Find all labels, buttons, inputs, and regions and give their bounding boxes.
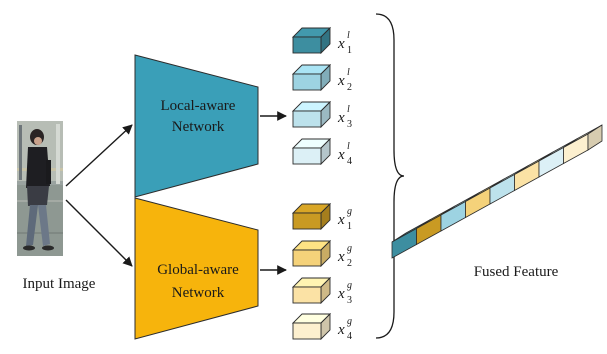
local-feature-subscript-4: 4 bbox=[347, 156, 352, 167]
global-aware-network-block bbox=[134, 197, 259, 340]
local-feature-cube-4: xl 4 bbox=[291, 137, 352, 167]
global-feature-cube-1: xg 1 bbox=[291, 202, 352, 232]
local-feature-superscript-3: l bbox=[347, 104, 350, 115]
fused-feature-segment-4 bbox=[465, 178, 505, 219]
global-feature-symbol-1: x bbox=[337, 212, 345, 228]
local-feature-symbol-4: x bbox=[337, 147, 345, 163]
global-feature-subscript-4: 4 bbox=[347, 331, 352, 342]
arrow-to-local-network bbox=[65, 124, 133, 187]
fused-feature-end-cap bbox=[587, 124, 603, 151]
global-feature-superscript-3: g bbox=[347, 280, 352, 291]
input-image-caption: Input Image bbox=[23, 276, 96, 292]
local-feature-subscript-2: 2 bbox=[347, 82, 352, 93]
local-network-label-line2: Network bbox=[172, 119, 225, 135]
fused-feature-segment-6 bbox=[514, 151, 554, 192]
fused-feature-segment-2 bbox=[416, 205, 456, 246]
global-feature-cube-3: xg 3 bbox=[291, 276, 352, 306]
arrow-to-global-network bbox=[65, 199, 133, 267]
global-network-label-line2: Network bbox=[172, 285, 225, 301]
global-feature-subscript-3: 3 bbox=[347, 295, 352, 306]
local-feature-subscript-1: 1 bbox=[347, 45, 352, 56]
grouping-brace bbox=[375, 13, 405, 339]
local-aware-network-block bbox=[134, 54, 259, 198]
fused-feature-segment-5 bbox=[489, 165, 529, 205]
local-feature-symbol-2: x bbox=[337, 73, 345, 89]
global-feature-cube-2: xg 2 bbox=[291, 239, 352, 269]
local-feature-symbol-1: x bbox=[337, 36, 345, 52]
global-feature-symbol-3: x bbox=[337, 286, 345, 302]
input-image bbox=[17, 121, 63, 256]
local-feature-cube-2: xl 2 bbox=[291, 63, 352, 93]
local-feature-symbol-3: x bbox=[337, 110, 345, 126]
global-feature-subscript-1: 1 bbox=[347, 221, 352, 232]
global-feature-subscript-2: 2 bbox=[347, 258, 352, 269]
local-network-label-line1: Local-aware bbox=[161, 98, 236, 114]
global-feature-cube-4: xg 4 bbox=[291, 312, 352, 342]
local-feature-superscript-1: l bbox=[347, 30, 350, 41]
local-feature-subscript-3: 3 bbox=[347, 119, 352, 130]
global-feature-symbol-2: x bbox=[337, 249, 345, 265]
local-feature-cube-3: xl 3 bbox=[291, 100, 352, 130]
global-feature-superscript-1: g bbox=[347, 206, 352, 217]
global-feature-superscript-2: g bbox=[347, 243, 352, 254]
fused-feature-caption: Fused Feature bbox=[474, 264, 559, 280]
local-feature-cube-1: xl 1 bbox=[291, 26, 352, 56]
local-feature-superscript-4: l bbox=[347, 141, 350, 152]
fused-feature-bar bbox=[391, 124, 603, 259]
global-feature-symbol-4: x bbox=[337, 322, 345, 338]
local-feature-superscript-2: l bbox=[347, 67, 350, 78]
global-feature-superscript-4: g bbox=[347, 316, 352, 327]
global-network-label-line1: Global-aware bbox=[157, 262, 239, 278]
